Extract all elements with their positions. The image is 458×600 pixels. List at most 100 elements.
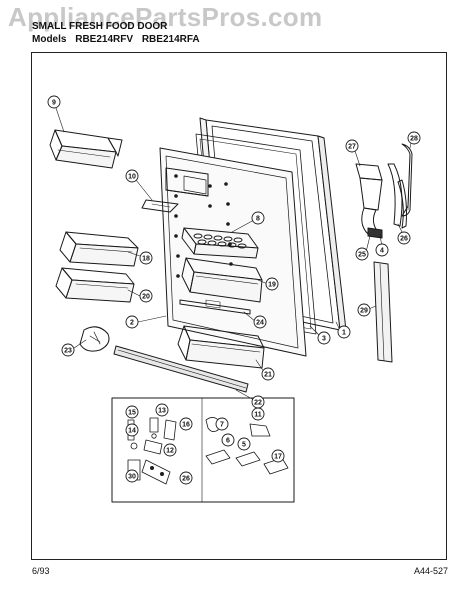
- callout-circle: [155, 403, 169, 417]
- callout-circle: [179, 417, 193, 431]
- callout-number: 21: [264, 371, 272, 378]
- callout-circle: [125, 423, 139, 437]
- part-callout: 7: [215, 417, 229, 431]
- callout-circle: [253, 315, 267, 329]
- callout-circle: [215, 417, 229, 431]
- door-bin-lower: [55, 267, 135, 303]
- part-callout: 2: [125, 315, 139, 329]
- callout-circle: [61, 343, 75, 357]
- part-callout: 5: [237, 437, 251, 451]
- shelf-retainer-bar: [179, 299, 251, 315]
- callout-number: 8: [256, 215, 260, 222]
- part-callout: 4: [375, 243, 389, 257]
- callout-number: 6: [226, 437, 230, 444]
- callout-number: 30: [128, 473, 136, 480]
- part-callout: 13: [155, 403, 169, 417]
- callout-number: 7: [220, 421, 224, 428]
- part-callout: 14: [125, 423, 139, 437]
- callout-circle: [345, 139, 359, 153]
- watermark: AppliancePartsPros.com: [8, 2, 323, 32]
- callout-number: 15: [128, 409, 136, 416]
- part-callout: 28: [407, 131, 421, 145]
- diagram-title: SMALL FRESH FOOD DOOR: [32, 21, 168, 32]
- part-callout: 10: [125, 169, 139, 183]
- callout-circle: [407, 131, 421, 145]
- door-shelf-bottom: [177, 325, 265, 369]
- callout-circle: [139, 289, 153, 303]
- callout-circle: [375, 243, 389, 257]
- part-callout: 26: [397, 231, 411, 245]
- door-seal-strip: [373, 261, 393, 363]
- callout-circle: [337, 325, 351, 339]
- callout-circle: [265, 277, 279, 291]
- callout-circle: [237, 437, 251, 451]
- callout-number: 5: [242, 441, 246, 448]
- callout-number: 22: [254, 399, 262, 406]
- callout-circle: [125, 469, 139, 483]
- part-callout: 20: [139, 289, 153, 303]
- part-callout: 12: [163, 443, 177, 457]
- callout-circle: [397, 231, 411, 245]
- part-callout: 11: [251, 407, 265, 421]
- callout-circle: [139, 251, 153, 265]
- callout-number: 1: [342, 329, 346, 336]
- model-number: RBE214RFA: [141, 34, 200, 45]
- part-callout: 27: [345, 139, 359, 153]
- callout-circle: [317, 331, 331, 345]
- callout-number: 3: [322, 335, 326, 342]
- callout-circle: [125, 405, 139, 419]
- diagram-frame: [31, 52, 447, 560]
- callout-number: 29: [360, 307, 368, 314]
- part-callout: 17: [271, 449, 285, 463]
- callout-number: 16: [182, 421, 190, 428]
- callout-number: 4: [380, 247, 384, 254]
- callout-number: 20: [142, 293, 150, 300]
- part-callout: 19: [265, 277, 279, 291]
- callout-number: 14: [128, 427, 136, 434]
- callout-number: 23: [64, 347, 72, 354]
- part-callout: 30: [125, 469, 139, 483]
- callout-number: 13: [158, 407, 166, 414]
- part-callout: 16: [179, 417, 193, 431]
- model-list: Models RBE214RFV RBE214RFA: [32, 34, 206, 45]
- part-callout: 24: [253, 315, 267, 329]
- part-callout: 21: [261, 367, 275, 381]
- callout-circle: [125, 315, 139, 329]
- callout-number: 17: [274, 453, 282, 460]
- part-callout: 25: [355, 247, 369, 261]
- models-label: Models: [32, 34, 67, 45]
- callout-circle: [251, 211, 265, 225]
- callout-number: 2: [130, 319, 134, 326]
- callout-number: 11: [254, 411, 262, 418]
- door-shelf-middle: [181, 257, 263, 303]
- door-bottom-trim: [113, 345, 249, 393]
- part-callout: 18: [139, 251, 153, 265]
- egg-tray: [181, 227, 259, 259]
- callout-circle: [47, 95, 61, 109]
- callout-circle: [251, 407, 265, 421]
- footer-code: A44-527: [413, 566, 448, 576]
- part-callout: 26: [179, 471, 193, 485]
- callout-number: 19: [268, 281, 276, 288]
- hinge-assembly: [355, 143, 413, 239]
- callout-number: 10: [128, 173, 136, 180]
- dairy-compartment: [165, 167, 209, 197]
- callout-number: 27: [348, 143, 356, 150]
- callout-number: 12: [166, 447, 174, 454]
- callout-number: 25: [358, 251, 366, 258]
- callout-number: 18: [142, 255, 150, 262]
- callout-circle: [357, 303, 371, 317]
- part-callout: 29: [357, 303, 371, 317]
- callout-circle: [271, 449, 285, 463]
- part-callout: 3: [317, 331, 331, 345]
- door-bin-upper: [59, 231, 139, 267]
- butter-door: [49, 129, 123, 169]
- part-callout: 23: [61, 343, 75, 357]
- callout-circle: [355, 247, 369, 261]
- shelf-bracket: [141, 199, 179, 213]
- callout-circle: [179, 471, 193, 485]
- callout-number: 26: [182, 475, 190, 482]
